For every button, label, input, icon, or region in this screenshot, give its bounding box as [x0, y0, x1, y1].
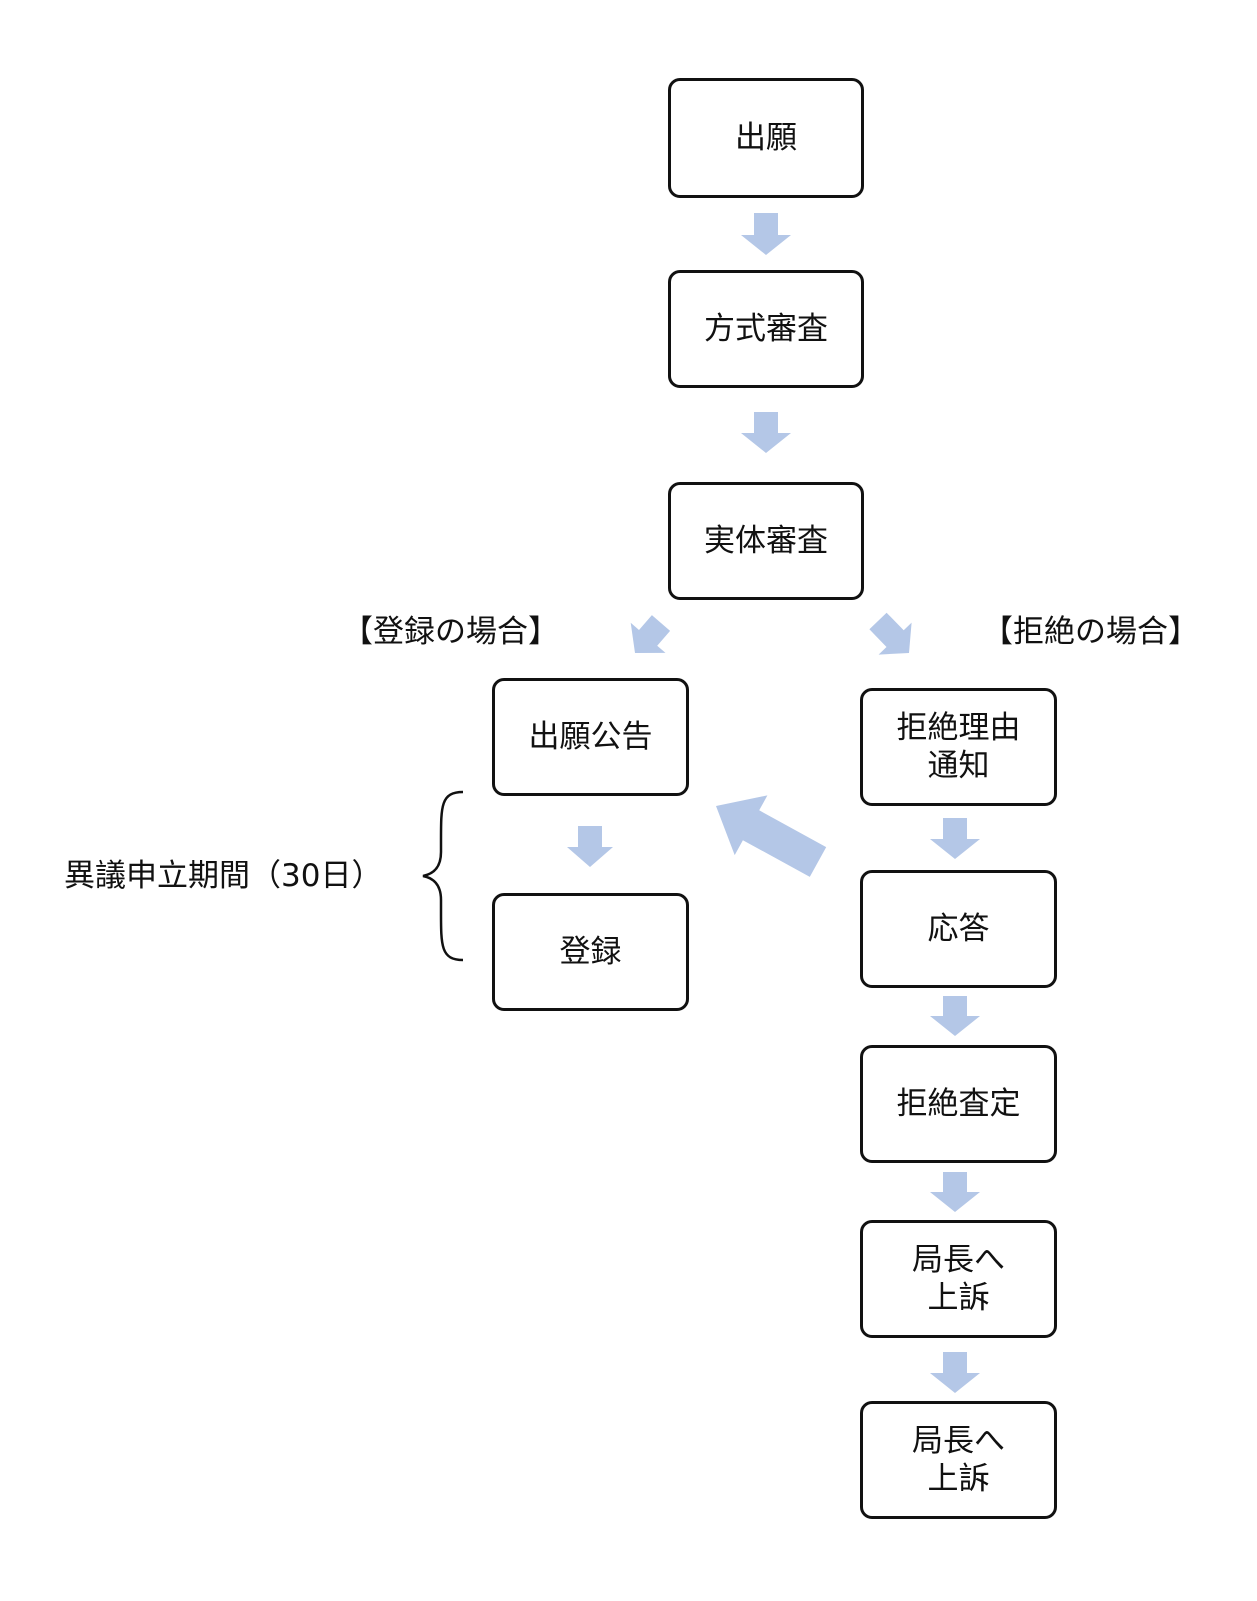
- label-rejection-case: 【拒絶の場合】: [982, 614, 1199, 650]
- arrow-publication-to-registration: [567, 826, 613, 867]
- label-registration-case: 【登録の場合】: [342, 614, 559, 650]
- arrow-application-to-formality: [741, 213, 791, 255]
- arrow-decision-to-appeal1: [930, 1172, 980, 1212]
- arrow-substantive-to-rejection: [869, 612, 912, 655]
- box-registration: 登録: [492, 893, 689, 1011]
- box-appeal-2: 局長へ 上訴: [860, 1401, 1057, 1519]
- box-application: 出願: [668, 78, 864, 198]
- opposition-brace: [422, 790, 464, 962]
- arrow-appeal1-to-appeal2: [930, 1352, 980, 1393]
- arrow-response-to-decision: [930, 996, 980, 1036]
- box-publication: 出願公告: [492, 678, 689, 796]
- box-rejection-notice: 拒絶理由 通知: [860, 688, 1057, 806]
- box-substantive-exam: 実体審査: [668, 482, 864, 600]
- label-opposition-period: 異議申立期間（30日）: [64, 858, 383, 894]
- box-formality-exam: 方式審査: [668, 270, 864, 388]
- box-response: 応答: [860, 870, 1057, 988]
- box-appeal-1: 局長へ 上訴: [860, 1220, 1057, 1338]
- arrow-rejection-notice-to-response: [930, 818, 980, 859]
- arrow-formality-to-substantive: [741, 412, 791, 453]
- arrow-substantive-to-publication: [630, 615, 671, 653]
- box-rejection-decision: 拒絶査定: [860, 1045, 1057, 1163]
- arrow-response-to-publication: [716, 795, 827, 877]
